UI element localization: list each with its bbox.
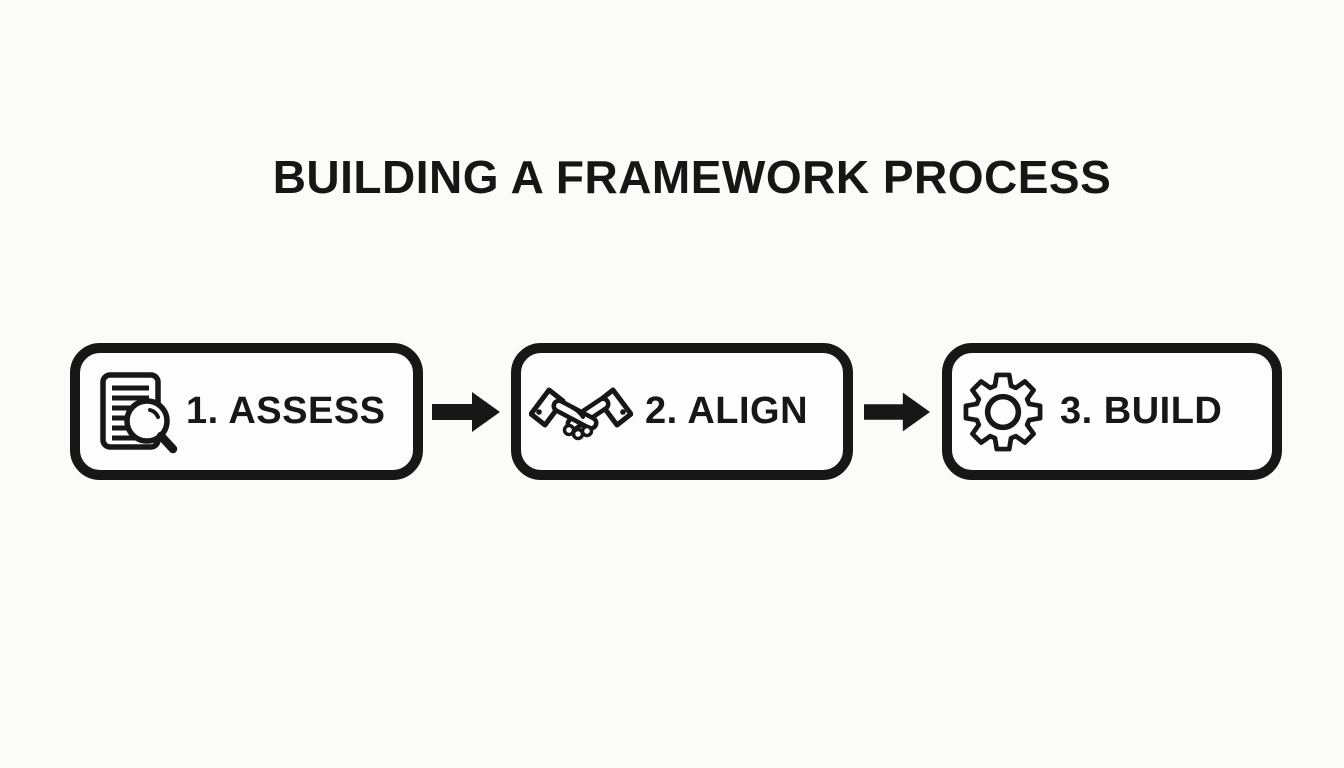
handshake-icon xyxy=(529,387,633,440)
step-box-align: 2. ALIGN xyxy=(511,343,853,480)
step-label-assess: 1. ASSESS xyxy=(186,390,386,432)
diagram-title: BUILDING A FRAMEWORK PROCESS xyxy=(272,151,1112,203)
right-arrow-icon xyxy=(864,392,930,432)
document-search-icon xyxy=(100,371,178,453)
step-label-build: 3. BUILD xyxy=(1060,390,1223,432)
gear-icon xyxy=(963,372,1043,451)
right-arrow-icon xyxy=(432,392,500,432)
step-label-align: 2. ALIGN xyxy=(645,390,809,432)
step-box-assess: 1. ASSESS xyxy=(70,343,423,480)
step-box-build: 3. BUILD xyxy=(942,343,1282,480)
